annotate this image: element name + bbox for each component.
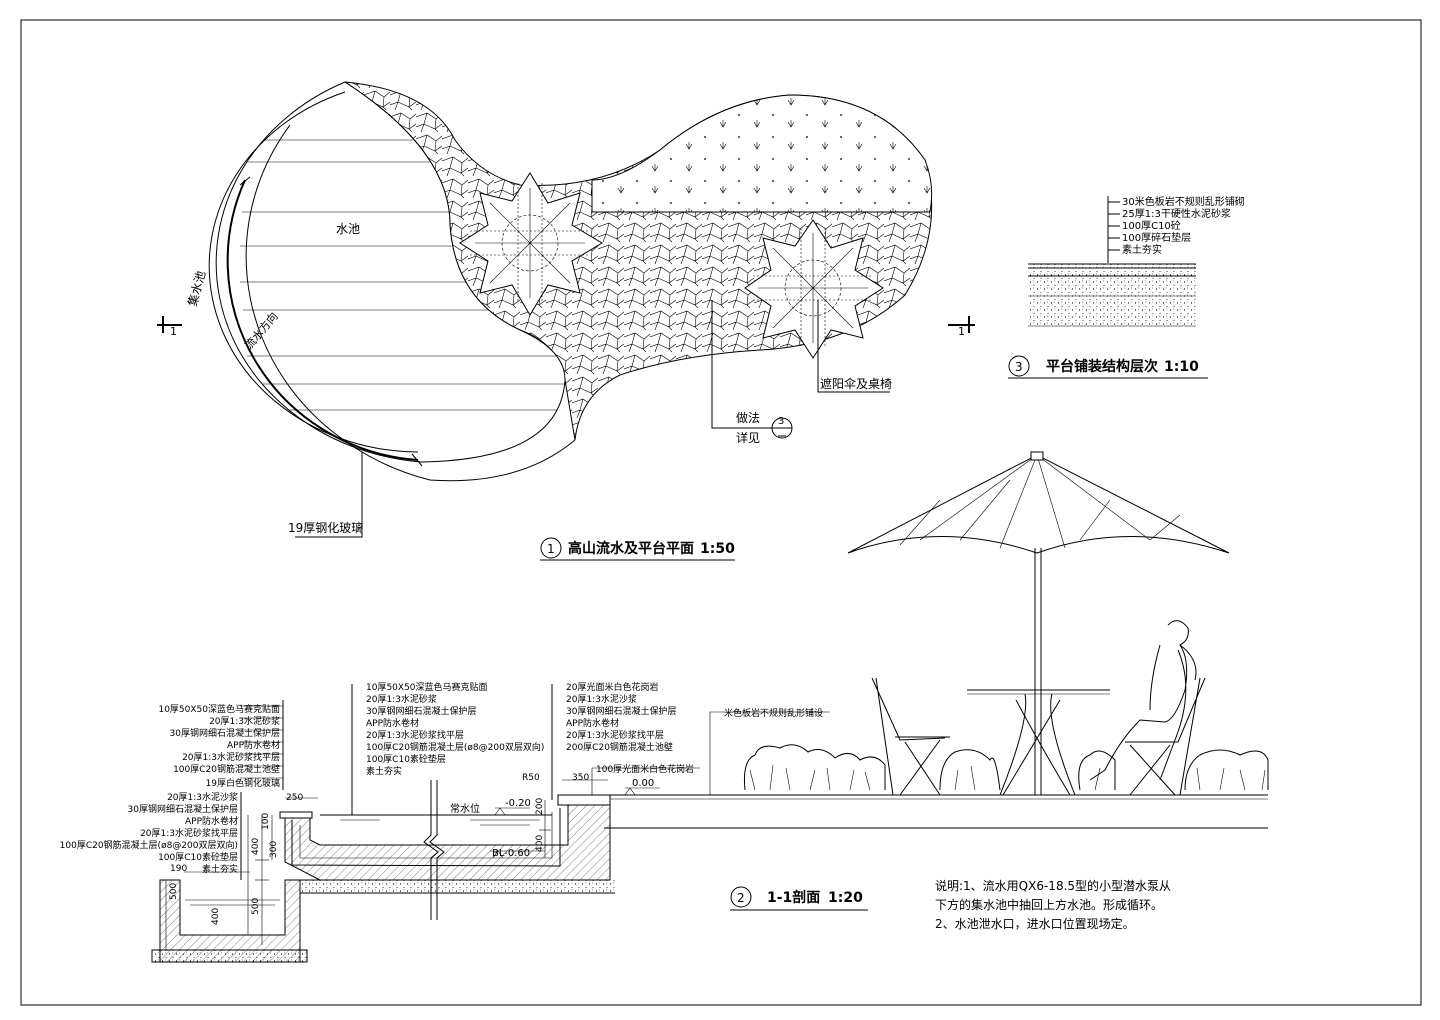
shrubs xyxy=(744,744,1269,791)
svg-text:400: 400 xyxy=(251,838,261,855)
svg-text:30厚钢网细石混凝土保护层: 30厚钢网细石混凝土保护层 xyxy=(128,803,238,815)
plan-view: 水池 集水池 流水方向 19厚钢化玻璃 遮阳伞及桌椅 3 做法 详见 1 1 xyxy=(157,80,975,561)
svg-text:素土夯实: 素土夯实 xyxy=(1122,243,1162,256)
svg-text:1: 1 xyxy=(958,325,965,338)
svg-text:20厚光面米白色花岗岩: 20厚光面米白色花岗岩 xyxy=(566,681,658,693)
detail-3: 30米色板岩不规则乱形铺砌 25厚1:3干硬性水泥砂浆 100厚C10砼 100… xyxy=(1008,195,1245,379)
svg-text:素土夯实: 素土夯实 xyxy=(202,863,238,875)
svg-text:19厚白色钢化玻璃: 19厚白色钢化玻璃 xyxy=(206,777,280,789)
svg-text:30厚钢网细石混凝土保护层: 30厚钢网细石混凝土保护层 xyxy=(366,705,476,717)
svg-text:500: 500 xyxy=(251,898,261,915)
svg-text:100厚C20钢筋混凝土池壁: 100厚C20钢筋混凝土池壁 xyxy=(173,763,280,775)
svg-text:APP防水卷材: APP防水卷材 xyxy=(566,717,619,729)
umbrella-canopy xyxy=(847,454,1230,554)
pool-label: 水池 xyxy=(336,222,360,236)
collect-label: 集水池 xyxy=(184,269,208,308)
svg-text:400: 400 xyxy=(211,908,221,925)
svg-text:APP防水卷材: APP防水卷材 xyxy=(185,815,238,827)
svg-text:200厚C20钢筋混凝土池壁: 200厚C20钢筋混凝土池壁 xyxy=(566,741,673,753)
svg-text:20厚1:3水泥砂浆: 20厚1:3水泥砂浆 xyxy=(209,715,280,727)
section-mark-left: 1 xyxy=(157,316,182,338)
svg-text:素土夯实: 素土夯实 xyxy=(366,765,402,777)
svg-text:0.00: 0.00 xyxy=(632,778,654,789)
svg-text:30厚钢网细石混凝土保护层: 30厚钢网细石混凝土保护层 xyxy=(566,705,676,717)
svg-text:350: 350 xyxy=(572,773,589,783)
svg-text:1:10: 1:10 xyxy=(1164,359,1199,375)
method-label: 做法 xyxy=(736,410,760,425)
svg-text:20厚1:3水泥砂浆找平层: 20厚1:3水泥砂浆找平层 xyxy=(566,729,664,741)
svg-text:-0.20: -0.20 xyxy=(505,798,531,809)
svg-text:1:20: 1:20 xyxy=(828,890,863,906)
collect-basin xyxy=(245,124,576,482)
seated-person xyxy=(1089,620,1197,781)
svg-text:高山流水及平台平面: 高山流水及平台平面 xyxy=(568,540,694,557)
plan-title: 1 高山流水及平台平面 1:50 xyxy=(540,537,735,561)
svg-text:100厚C10素砼垫层: 100厚C10素砼垫层 xyxy=(366,753,446,765)
svg-text:10厚50X50深蓝色马赛克贴面: 10厚50X50深蓝色马赛克贴面 xyxy=(366,681,488,693)
upper-pool-wall xyxy=(284,799,611,881)
chair-right xyxy=(1125,677,1206,796)
see-label: 详见 xyxy=(736,430,760,445)
design-notes: 说明:1、流水用QX6-18.5型的小型潜水泵从 下方的集水池中抽回上方水池。形… xyxy=(935,878,1171,931)
svg-text:20厚1:3水泥砂浆找平层: 20厚1:3水泥砂浆找平层 xyxy=(140,827,238,839)
umbrella-elevation xyxy=(744,451,1269,796)
svg-text:R50: R50 xyxy=(522,773,540,783)
svg-text:250: 250 xyxy=(286,793,303,803)
paving-section xyxy=(1028,264,1196,326)
umbrella-label: 遮阳伞及桌椅 xyxy=(820,376,892,391)
svg-text:100厚光面米白色花岗岩: 100厚光面米白色花岗岩 xyxy=(596,763,694,775)
water-level-label: 常水位 xyxy=(450,802,480,815)
svg-text:下方的集水池中抽回上方水池。形成循环。: 下方的集水池中抽回上方水池。形成循环。 xyxy=(935,897,1163,912)
chair-left xyxy=(871,677,950,796)
svg-text:平台铺装结构层次: 平台铺装结构层次 xyxy=(1046,358,1158,375)
svg-text:30厚钢网细石混凝土保护层: 30厚钢网细石混凝土保护层 xyxy=(170,727,280,739)
svg-text:100厚C20钢筋混凝土层(ø8@200双层双向): 100厚C20钢筋混凝土层(ø8@200双层双向) xyxy=(60,839,238,851)
svg-text:300: 300 xyxy=(269,841,279,858)
svg-text:30米色板岩不规则乱形铺砌: 30米色板岩不规则乱形铺砌 xyxy=(1122,195,1245,208)
svg-text:20厚1:3水泥沙浆: 20厚1:3水泥沙浆 xyxy=(167,791,238,803)
svg-text:20厚1:3水泥沙浆: 20厚1:3水泥沙浆 xyxy=(566,693,637,705)
svg-text:20厚1:3水泥砂浆找平层: 20厚1:3水泥砂浆找平层 xyxy=(182,751,280,763)
svg-text:1-1剖面: 1-1剖面 xyxy=(767,889,820,906)
svg-text:400: 400 xyxy=(535,835,545,852)
svg-text:3: 3 xyxy=(1015,360,1023,374)
svg-text:2、水池泄水口，进水口位置现场定。: 2、水池泄水口，进水口位置现场定。 xyxy=(935,916,1135,931)
svg-text:200: 200 xyxy=(535,798,545,815)
section-title: 2 1-1剖面 1:20 xyxy=(730,886,868,911)
svg-text:100厚碎石垫层: 100厚碎石垫层 xyxy=(1122,231,1191,244)
svg-text:100: 100 xyxy=(261,813,271,830)
svg-text:100厚C10砼: 100厚C10砼 xyxy=(1122,219,1181,232)
svg-text:1: 1 xyxy=(170,325,177,338)
sheet-border xyxy=(20,19,1422,1006)
svg-text:1: 1 xyxy=(547,542,555,556)
svg-text:1:50: 1:50 xyxy=(700,541,735,557)
svg-text:APP防水卷材: APP防水卷材 xyxy=(227,739,280,751)
svg-text:20厚1:3水泥砂浆找平层: 20厚1:3水泥砂浆找平层 xyxy=(366,729,464,741)
svg-text:米色板岩不规则乱形铺设: 米色板岩不规则乱形铺设 xyxy=(724,707,823,719)
svg-text:BL-0.60: BL-0.60 xyxy=(492,848,530,859)
svg-text:25厚1:3干硬性水泥砂浆: 25厚1:3干硬性水泥砂浆 xyxy=(1122,207,1231,220)
pool-outline xyxy=(215,81,566,463)
section-mark-right: 1 xyxy=(948,316,975,338)
svg-text:20厚1:3水泥砂浆: 20厚1:3水泥砂浆 xyxy=(366,693,437,705)
umbrella-plan-icon xyxy=(459,172,603,316)
svg-text:100厚C20钢筋混凝土层(ø8@200双层双向): 100厚C20钢筋混凝土层(ø8@200双层双向) xyxy=(366,741,544,753)
section-1-1: 10厚50X50深蓝色马赛克贴面 20厚1:3水泥砂浆 30厚钢网细石混凝土保护… xyxy=(60,681,1268,963)
svg-text:190: 190 xyxy=(170,864,187,874)
detail3-title: 3 平台铺装结构层次 1:10 xyxy=(1008,355,1208,379)
svg-text:2: 2 xyxy=(737,891,745,905)
glass-label: 19厚钢化玻璃 xyxy=(288,521,363,535)
svg-text:500: 500 xyxy=(169,883,179,900)
svg-text:10厚50X50深蓝色马赛克贴面: 10厚50X50深蓝色马赛克贴面 xyxy=(158,703,280,715)
umbrella-plan-icon-2 xyxy=(744,219,884,359)
svg-text:3: 3 xyxy=(778,416,784,427)
svg-text:100厚C10素砼垫层: 100厚C10素砼垫层 xyxy=(158,851,238,863)
svg-text:说明:1、流水用QX6-18.5型的小型潜水泵从: 说明:1、流水用QX6-18.5型的小型潜水泵从 xyxy=(935,878,1171,893)
svg-text:APP防水卷材: APP防水卷材 xyxy=(366,717,419,729)
